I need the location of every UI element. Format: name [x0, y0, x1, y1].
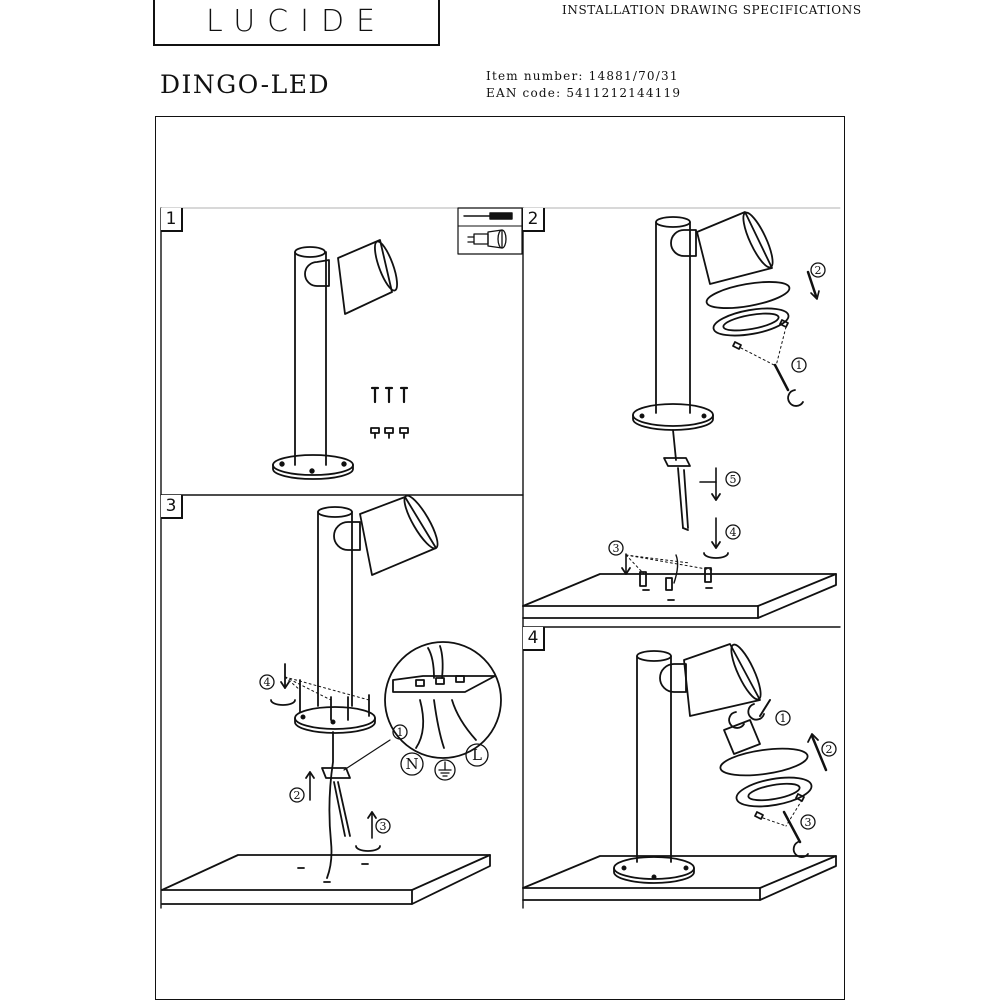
step2-callout-2: 2: [815, 264, 822, 277]
step2-callout-3: 3: [613, 542, 620, 555]
document-title: INSTALLATION DRAWING SPECIFICATIONS: [562, 3, 862, 17]
step2-callout-4: 4: [730, 526, 737, 539]
step-number-1: 1: [161, 208, 183, 232]
step-number-3: 3: [161, 495, 183, 519]
wire-label-live: L: [472, 746, 482, 764]
product-name: DINGO-LED: [160, 70, 331, 99]
step3-callout-2: 2: [294, 789, 301, 802]
ean-code-value: 5411212144119: [566, 86, 682, 100]
gu10-bulb-icon: [467, 229, 507, 249]
step3-callout-1: 1: [397, 726, 404, 739]
step4-callout-2: 2: [826, 743, 833, 756]
callout-labels: 1 2 3 4 5 1 2 3 4 1 2 3 N L: [264, 264, 833, 833]
screwdriver-icon: [463, 212, 513, 220]
step2-illustration: [522, 211, 837, 619]
callout-markers: [259, 262, 837, 834]
step2-callout-1: 1: [796, 359, 803, 372]
step3-illustration: [161, 494, 502, 905]
step-number-4: 4: [523, 627, 545, 651]
step3-callout-4: 4: [264, 676, 271, 689]
earth-ground-icon: [434, 759, 456, 781]
step4-callout-1: 1: [780, 712, 787, 725]
panel-dividers: [160, 207, 841, 909]
step4-illustration: [522, 643, 837, 901]
wire-label-neutral: N: [405, 755, 418, 773]
step4-callout-3: 3: [805, 816, 812, 829]
step1-illustration: [272, 207, 523, 480]
item-number-line: Item number: 14881/70/31: [486, 69, 679, 83]
step-number-2: 2: [523, 208, 545, 232]
brand-logo: LUCIDE: [153, 0, 440, 46]
brand-logo-text: LUCIDE: [205, 4, 388, 39]
item-number-value: 14881/70/31: [588, 69, 679, 83]
step3-callout-3: 3: [380, 820, 387, 833]
step2-callout-5: 5: [730, 473, 737, 486]
item-number-label: Item number:: [486, 69, 584, 83]
ean-code-label: EAN code:: [486, 86, 562, 100]
ean-code-line: EAN code: 5411212144119: [486, 86, 681, 100]
